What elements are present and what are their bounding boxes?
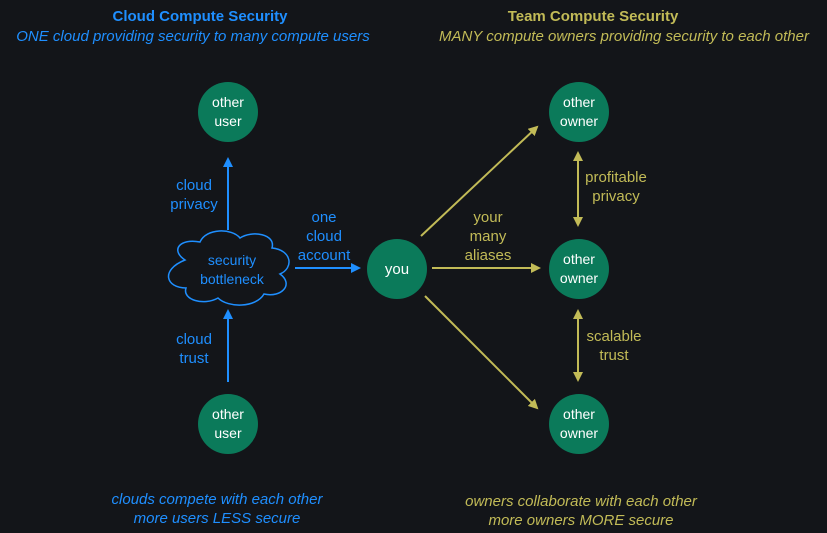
left-subtitle: ONE cloud providing security to many com… [16, 28, 370, 45]
label-security-bottleneck: security bottleneck [200, 252, 264, 287]
left-footer: clouds compete with each other more user… [111, 491, 323, 527]
node-label-other-owner-top: other owner [559, 94, 599, 129]
cloud-shape [167, 230, 290, 306]
right-title: Team Compute Security [507, 8, 679, 25]
right-subtitle: MANY compute owners providing security t… [439, 28, 809, 45]
node-other-owner-bottom [549, 394, 609, 454]
label-profitable-privacy: profitable privacy [585, 169, 647, 205]
node-other-owner-top [549, 82, 609, 142]
node-you [367, 239, 427, 299]
node-label-other-owner-mid: other owner [559, 251, 599, 286]
node-other-user-bottom [198, 394, 258, 454]
node-label-you: you [384, 261, 410, 278]
node-other-owner-mid [549, 239, 609, 299]
label-scalable-trust: scalable trust [586, 328, 642, 364]
arrow-you-owner-top [420, 125, 539, 237]
node-label-other-user-top: other user [212, 94, 244, 129]
label-cloud-privacy: cloud privacy [170, 177, 218, 213]
arrow-you-owner-bottom [424, 295, 539, 410]
label-one-cloud-account: one cloud account [297, 209, 351, 264]
left-title: Cloud Compute Security [112, 8, 288, 25]
label-cloud-trust: cloud trust [176, 331, 212, 367]
right-footer: owners collaborate with each other more … [465, 493, 697, 529]
label-your-many-aliases: your many aliases [464, 209, 512, 264]
node-label-other-user-bottom: other user [212, 406, 244, 441]
node-other-user-top [198, 82, 258, 142]
node-label-other-owner-bottom: other owner [559, 406, 599, 441]
